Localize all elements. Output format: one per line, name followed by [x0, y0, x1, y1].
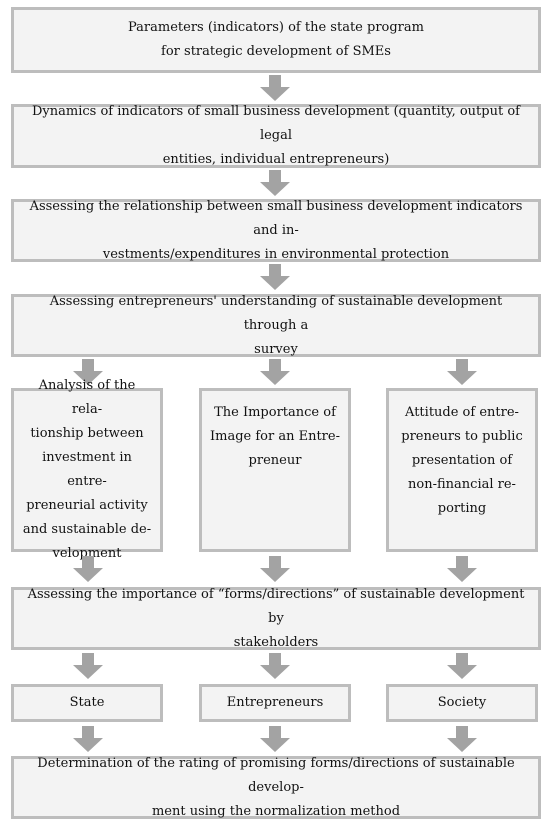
arrow-down-icon — [72, 726, 104, 752]
arrow-down-icon — [259, 170, 291, 196]
box-survey: Assessing entrepreneurs' understanding o… — [11, 294, 541, 357]
box-dynamics: Dynamics of indicators of small business… — [11, 104, 541, 168]
arrow-down-icon — [72, 359, 104, 385]
box-parameters: Parameters (indicators) of the state pro… — [11, 7, 541, 73]
arrow-down-icon — [259, 359, 291, 385]
arrow-down-icon — [259, 75, 291, 101]
arrow-down-icon — [72, 653, 104, 679]
arrow-down-icon — [259, 556, 291, 582]
arrow-down-icon — [446, 556, 478, 582]
arrow-down-icon — [446, 359, 478, 385]
arrow-down-icon — [259, 726, 291, 752]
arrow-down-icon — [259, 264, 291, 290]
box-rating: Determination of the rating of promising… — [11, 756, 541, 819]
box-state: State — [11, 684, 163, 722]
box-entrepreneurs: Entrepreneurs — [199, 684, 351, 722]
arrow-down-icon — [72, 556, 104, 582]
box-relationship: Assessing the relationship between small… — [11, 199, 541, 262]
box-image: The Importance of Image for an Entre- pr… — [199, 388, 351, 552]
arrow-down-icon — [259, 653, 291, 679]
arrow-down-icon — [446, 726, 478, 752]
box-attitude: Attitude of entre- preneurs to public pr… — [386, 388, 538, 552]
box-importance: Assessing the importance of “forms/direc… — [11, 587, 541, 650]
box-society: Society — [386, 684, 538, 722]
box-analysis: Analysis of the rela- tionship between i… — [11, 378, 163, 561]
arrow-down-icon — [446, 653, 478, 679]
